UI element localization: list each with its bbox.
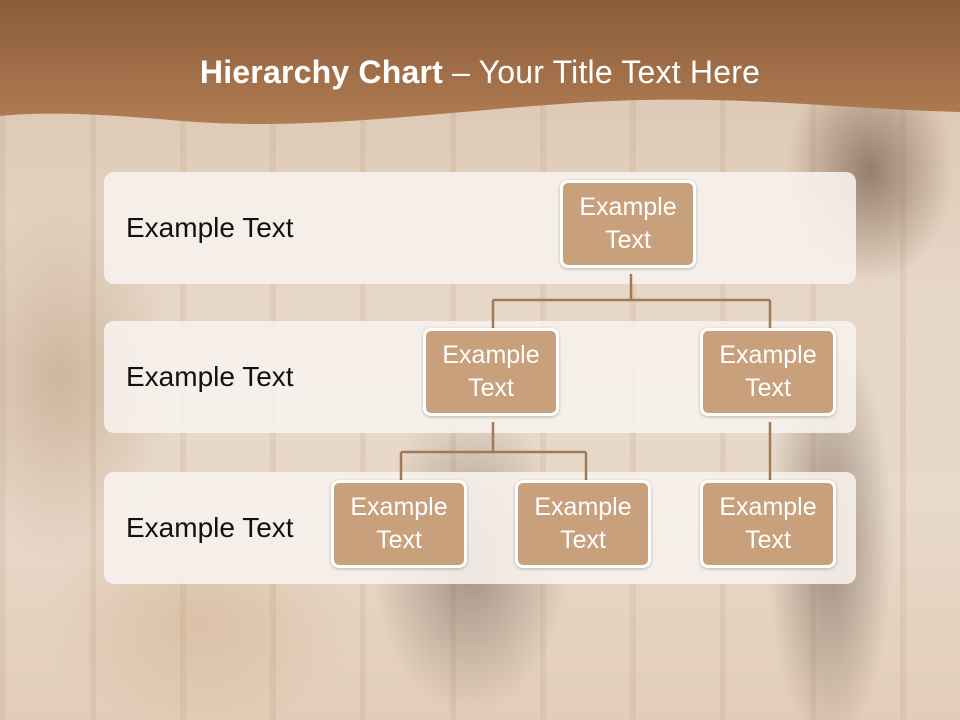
level-label-3: Example Text [126,512,294,543]
level-label-2: Example Text [126,361,294,392]
node-level2-right[interactable]: Example Text [700,328,836,416]
title-bold-part: Hierarchy Chart [199,54,443,90]
slide-title: Hierarchy Chart – Your Title Text Here [0,54,960,91]
node-level2-left[interactable]: Example Text [423,328,559,416]
level-band-1: Example Text [104,172,856,284]
level-label-1: Example Text [126,212,294,243]
node-root[interactable]: Example Text [560,180,696,268]
title-rest: Your Title Text Here [478,54,761,90]
node-level3-right[interactable]: Example Text [700,480,836,568]
node-level3-left[interactable]: Example Text [331,480,467,568]
title-dash: – [443,54,479,90]
title-banner [0,0,960,124]
node-level3-middle[interactable]: Example Text [515,480,651,568]
